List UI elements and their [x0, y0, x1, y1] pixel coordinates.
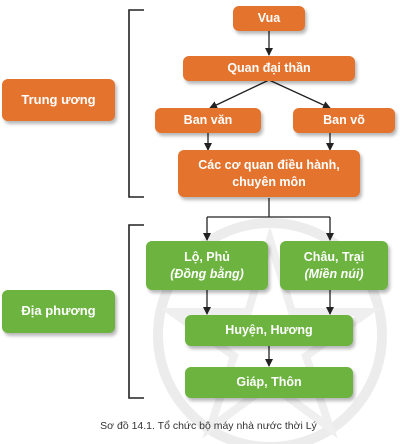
node-agencies: Các cơ quan điều hành, chuyên môn	[178, 150, 360, 197]
node-military-board-text: Ban võ	[323, 113, 365, 128]
node-civil-board-text: Ban văn	[183, 113, 233, 128]
node-great-mandarin: Quan đại thần	[183, 56, 355, 81]
node-chau-trai-note: (Miền núi)	[304, 266, 364, 281]
local-level-label: Địa phương	[2, 290, 115, 333]
node-lo-phu-note: (Đồng bằng)	[170, 266, 244, 281]
node-lo-phu-text: Lộ, Phủ	[184, 250, 230, 265]
central-level-text: Trung ương	[21, 91, 96, 107]
arrow-mandarin-military	[268, 79, 331, 109]
node-chau-trai: Châu, Trại (Miền núi)	[280, 241, 388, 290]
node-lo-phu-group: Lộ, Phủ (Đồng bằng)	[170, 249, 244, 282]
node-king: Vua	[233, 6, 305, 31]
diagram-caption: Sơ đồ 14.1. Tổ chức bộ máy nhà nước thời…	[100, 420, 317, 432]
node-great-mandarin-text: Quan đại thần	[227, 61, 311, 76]
node-giap-thon: Giáp, Thôn	[185, 367, 353, 398]
central-level-label: Trung ương	[2, 79, 115, 121]
node-chau-trai-text: Châu, Trại	[303, 250, 365, 265]
node-chau-trai-group: Châu, Trại (Miền núi)	[304, 249, 364, 282]
node-giap-thon-text: Giáp, Thôn	[236, 375, 302, 390]
node-king-text: Vua	[257, 11, 281, 26]
node-huyen-huong-text: Huyện, Hương	[225, 323, 313, 338]
local-level-text: Địa phương	[21, 303, 96, 319]
central-bracket	[128, 9, 144, 198]
node-huyen-huong: Huyện, Hương	[185, 315, 353, 346]
node-agencies-text: Các cơ quan điều hành, chuyên môn	[198, 158, 340, 189]
node-military-board: Ban võ	[293, 108, 395, 133]
node-civil-board: Ban văn	[155, 108, 261, 133]
arrow-mandarin-civil	[209, 79, 270, 109]
node-lo-phu: Lộ, Phủ (Đồng bằng)	[146, 241, 268, 290]
local-bracket	[128, 224, 144, 399]
